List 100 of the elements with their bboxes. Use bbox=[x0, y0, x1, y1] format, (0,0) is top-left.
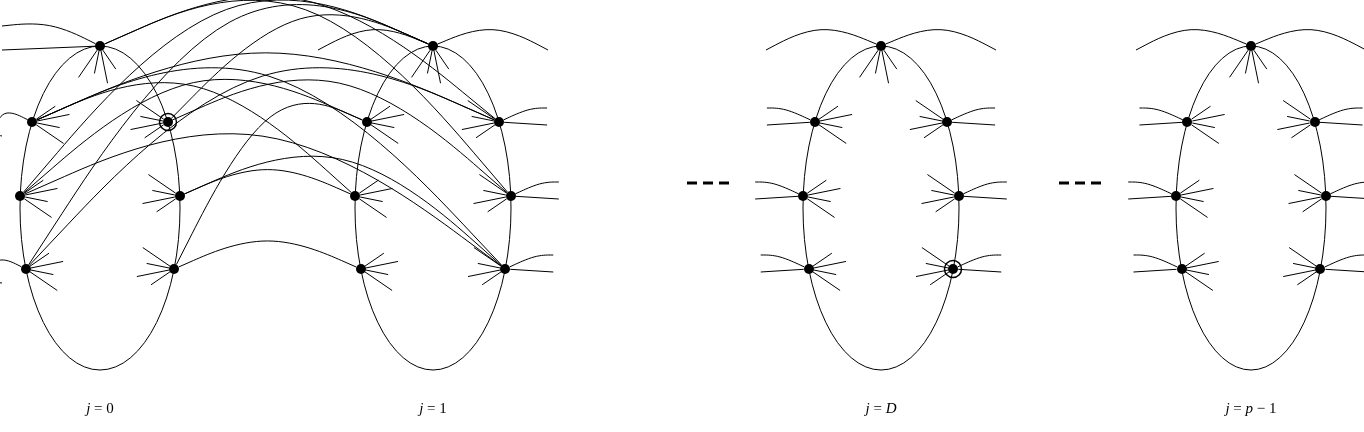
free-edge-line bbox=[766, 107, 811, 121]
free-edge-line bbox=[1286, 115, 1311, 122]
edge-curve bbox=[183, 155, 502, 267]
free-edge-line bbox=[1324, 268, 1364, 273]
free-edge-line bbox=[146, 262, 170, 269]
vertex-dot bbox=[95, 41, 105, 51]
index-label: j = 1 bbox=[419, 400, 447, 417]
free-edge-line bbox=[151, 189, 176, 196]
free-edge-line bbox=[951, 121, 996, 126]
free-edge-line bbox=[467, 269, 501, 278]
circled-vertex-dot bbox=[943, 259, 964, 279]
free-edge-line bbox=[1185, 252, 1206, 267]
vertex-dot bbox=[1320, 191, 1331, 201]
free-edge-line bbox=[1185, 260, 1220, 269]
free-edge-line bbox=[1, 23, 97, 45]
free-edge-line bbox=[957, 268, 1002, 273]
vertex-dot bbox=[1176, 264, 1187, 274]
free-edge-line bbox=[1255, 29, 1364, 51]
free-edge-line bbox=[102, 49, 117, 70]
free-edge-line bbox=[515, 195, 560, 200]
free-edge-line bbox=[371, 122, 395, 129]
edge-curve bbox=[175, 102, 363, 266]
free-edge-line bbox=[957, 254, 1002, 268]
vertex-dot bbox=[350, 191, 361, 201]
free-edge-line bbox=[24, 196, 49, 203]
free-edge-line bbox=[819, 122, 843, 129]
free-edge-line bbox=[371, 113, 405, 122]
free-edge-line bbox=[477, 262, 501, 269]
free-edge-line bbox=[806, 198, 836, 218]
free-edge-line bbox=[1191, 122, 1216, 129]
free-edge-line bbox=[1, 45, 96, 51]
edge-curve bbox=[171, 79, 508, 194]
free-edge-line bbox=[915, 269, 949, 278]
free-edge-line bbox=[883, 49, 898, 70]
free-edge-line bbox=[509, 268, 554, 273]
edge-curve bbox=[170, 14, 429, 119]
free-edge-line bbox=[935, 198, 956, 213]
vertex-dot bbox=[500, 264, 511, 274]
free-edge-line bbox=[142, 196, 176, 205]
vertex-dot bbox=[355, 264, 366, 274]
free-edge-line bbox=[1191, 124, 1220, 144]
free-edge-line bbox=[478, 174, 508, 194]
free-edge-line bbox=[36, 122, 61, 129]
free-edge-line bbox=[1324, 254, 1364, 268]
free-edge-line bbox=[874, 50, 881, 74]
free-edge-line bbox=[29, 271, 58, 291]
free-edge-line bbox=[1185, 271, 1214, 291]
free-edge-line bbox=[437, 29, 549, 51]
free-edge-line bbox=[1330, 195, 1364, 200]
free-edge-line bbox=[364, 252, 385, 267]
free-edge-line bbox=[1288, 196, 1322, 205]
free-edge-line bbox=[812, 271, 841, 291]
free-edge-line bbox=[135, 100, 165, 120]
circled-vertex-dot bbox=[157, 112, 178, 132]
free-edge-line bbox=[461, 122, 495, 131]
free-edge-line bbox=[807, 187, 841, 196]
free-edge-line bbox=[919, 115, 943, 122]
vertex-dot bbox=[942, 117, 953, 127]
free-edge-line bbox=[921, 247, 950, 267]
free-edge-line bbox=[1127, 195, 1172, 200]
free-edge-line bbox=[1244, 50, 1251, 74]
vertex-dot bbox=[953, 191, 964, 201]
free-edge-line bbox=[471, 115, 495, 122]
free-edge-line bbox=[813, 269, 837, 276]
free-edge-line bbox=[30, 269, 54, 276]
free-edge-line bbox=[760, 268, 805, 273]
free-edge-line bbox=[1282, 100, 1311, 120]
vertex-dot bbox=[505, 191, 516, 201]
free-edge-line bbox=[1253, 49, 1268, 70]
free-edge-line bbox=[807, 196, 832, 203]
vertex-dot bbox=[1309, 117, 1320, 127]
free-edge-line bbox=[365, 260, 399, 269]
free-edge-line bbox=[23, 198, 53, 218]
free-edge-line bbox=[35, 105, 56, 120]
index-label: j = p − 1 bbox=[1225, 400, 1277, 417]
free-edge-line bbox=[930, 189, 955, 196]
free-edge-line bbox=[766, 121, 811, 126]
free-edge-line bbox=[881, 50, 890, 84]
free-edge-line bbox=[503, 107, 548, 121]
free-edge-line bbox=[1292, 262, 1317, 269]
free-edge-line bbox=[317, 29, 429, 51]
free-edge-line bbox=[473, 247, 502, 267]
free-edge-line bbox=[482, 189, 507, 196]
free-edge-line bbox=[435, 49, 450, 70]
free-edge-line bbox=[1191, 105, 1212, 120]
free-edge-line bbox=[130, 122, 164, 131]
free-edge-line bbox=[1282, 269, 1317, 278]
free-edge-line bbox=[1138, 121, 1183, 126]
vertex-dot bbox=[27, 117, 38, 127]
free-edge-line bbox=[142, 247, 171, 267]
free-edge-line bbox=[370, 105, 391, 120]
free-edge-line bbox=[370, 124, 399, 144]
free-edge-line bbox=[754, 195, 799, 200]
free-edge-line bbox=[1288, 247, 1317, 267]
free-edge-line bbox=[30, 260, 64, 269]
free-edge-line bbox=[78, 49, 98, 78]
vertex-dot bbox=[15, 191, 26, 201]
free-edge-line bbox=[915, 100, 944, 120]
free-edge-line bbox=[925, 262, 949, 269]
free-edge-line bbox=[359, 187, 393, 196]
